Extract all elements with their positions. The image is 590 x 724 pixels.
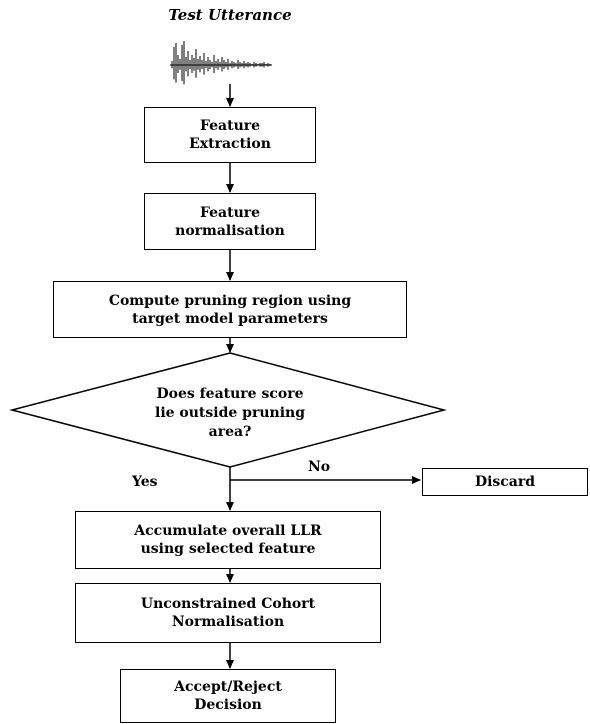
decision-line-3: area? (208, 424, 252, 440)
compute-pruning-box: Compute pruning region using target mode… (53, 281, 407, 338)
feature-extraction-box: Feature Extraction (144, 107, 316, 163)
decision-line-1: Does feature score (156, 386, 304, 402)
test-utterance-label: Test Utterance (168, 6, 292, 24)
feature-normalisation-box: Feature normalisation (144, 193, 316, 250)
accumulate-llr-line-1: Accumulate overall LLR (134, 523, 322, 539)
accept-reject-line-1: Accept/Reject (174, 679, 282, 695)
discard-box: Discard (422, 468, 588, 496)
cohort-normalisation-line-1: Unconstrained Cohort (140, 596, 316, 612)
cohort-normalisation-line-2: Normalisation (171, 614, 285, 630)
feature-extraction-line-2: Extraction (189, 136, 271, 152)
cohort-normalisation-box: Unconstrained Cohort Normalisation (75, 583, 381, 643)
accumulate-llr-box: Accumulate overall LLR using selected fe… (75, 511, 381, 569)
feature-extraction-line-1: Feature (199, 118, 261, 134)
decision-text: Does feature score lie outside pruning a… (130, 385, 330, 442)
feature-normalisation-line-2: normalisation (175, 222, 285, 239)
compute-pruning-line-1: Compute pruning region using (108, 292, 352, 309)
accept-reject-box: Accept/Reject Decision (120, 669, 336, 723)
accumulate-llr-line-2: using selected feature (140, 541, 316, 557)
decision-diamond (9, 352, 447, 468)
discard-label: Discard (474, 474, 536, 490)
compute-pruning-line-2: target model parameters (132, 310, 328, 327)
waveform-icon (170, 41, 272, 85)
no-label: No (308, 459, 331, 475)
accept-reject-line-2: Decision (194, 697, 262, 713)
yes-label: Yes (132, 474, 158, 490)
decision-line-2: lie outside pruning (155, 405, 305, 421)
feature-normalisation-line-1: Feature (199, 204, 261, 221)
